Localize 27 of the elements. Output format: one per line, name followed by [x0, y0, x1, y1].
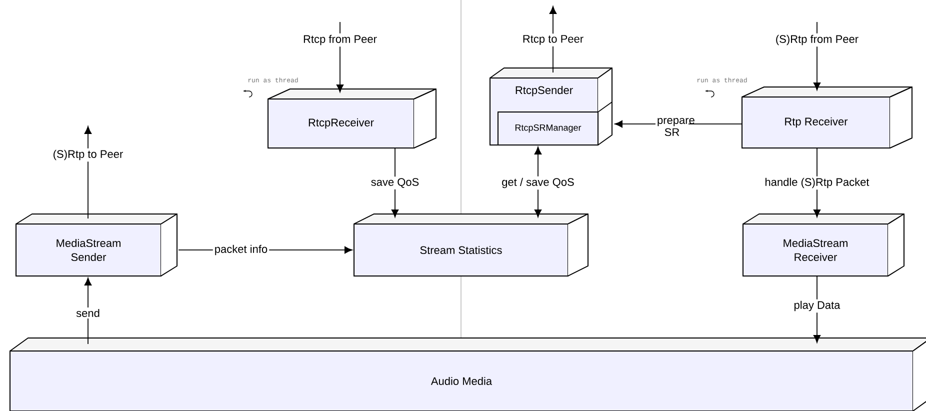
edge-label: (S)Rtp from Peer	[774, 33, 860, 47]
process-box: RtcpSRManager	[498, 102, 612, 146]
thread-box: Rtp Receiver	[742, 86, 912, 148]
media-layer-box: Audio Media	[10, 337, 926, 411]
edge-label: play Data	[792, 299, 842, 313]
edge-label: Rtcp to Peer	[520, 34, 586, 46]
process-box: Stream Statistics	[354, 214, 588, 276]
arrow	[534, 146, 542, 218]
edge-label: packet info	[212, 243, 270, 257]
thread-box: RtcpReceiver	[268, 88, 436, 148]
edge-label: handle (S)Rtp Packet	[763, 176, 871, 190]
edge-label: get / save QoS	[500, 176, 576, 190]
edge-label: Rtcp from Peer	[302, 33, 378, 47]
edge-label: save QoS	[369, 176, 421, 190]
arrow	[84, 278, 92, 344]
process-box: MediaStream Receiver	[742, 214, 904, 276]
arrow	[813, 22, 821, 90]
arrow	[336, 22, 344, 92]
edge-label: (S)Rtp to Peer	[51, 148, 125, 162]
arrow	[813, 276, 821, 343]
edge-label: prepare SR	[656, 116, 694, 138]
arrow	[391, 148, 399, 218]
arrow	[549, 6, 557, 73]
process-box: MediaStream Sender	[16, 214, 178, 276]
arrow	[84, 126, 92, 219]
arrow	[813, 148, 821, 218]
edge-label: send	[74, 307, 102, 319]
